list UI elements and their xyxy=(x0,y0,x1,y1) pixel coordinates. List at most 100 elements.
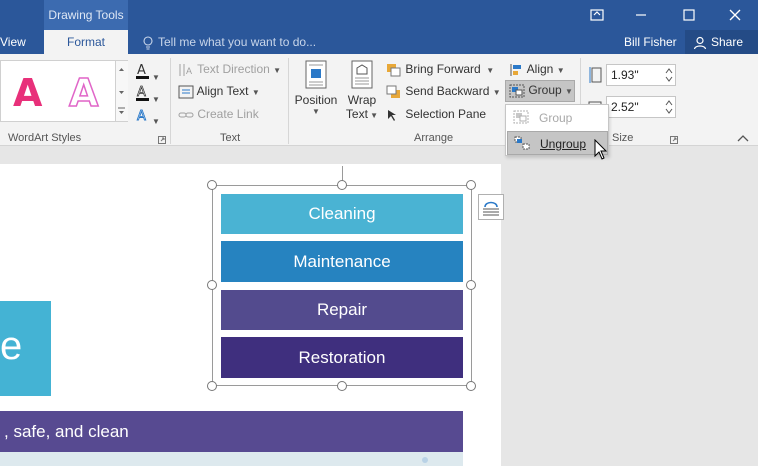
person-icon xyxy=(693,36,707,50)
svg-text:A: A xyxy=(186,66,192,76)
resize-handle[interactable] xyxy=(207,180,217,190)
layout-options-button[interactable] xyxy=(478,194,504,220)
title-bar: Drawing Tools xyxy=(0,0,758,30)
position-label: Position xyxy=(294,93,338,107)
create-link-button[interactable]: Create Link xyxy=(178,107,259,122)
bring-forward-icon xyxy=(387,63,401,77)
text-direction-icon: A xyxy=(179,63,192,76)
lightbulb-icon xyxy=(143,36,153,50)
text-group-label: Text xyxy=(220,132,241,144)
menu-ungroup-label: Ungroup xyxy=(540,137,587,151)
maximize-icon xyxy=(683,9,695,21)
group-separator xyxy=(580,58,581,144)
share-button[interactable]: Share xyxy=(685,30,758,54)
minimize-icon xyxy=(636,14,646,16)
group-menu-icon xyxy=(513,110,529,124)
send-backward-label: Send Backward xyxy=(405,84,490,98)
resize-handle[interactable] xyxy=(337,381,347,391)
text-direction-button[interactable]: A Text Direction ▼ xyxy=(178,62,281,77)
align-icon xyxy=(510,63,521,76)
link-icon xyxy=(178,112,194,118)
bring-forward-label: Bring Forward xyxy=(405,62,481,76)
text-effects-icon: A xyxy=(137,109,147,125)
menu-group-label: Group xyxy=(539,111,573,125)
shape-height-icon xyxy=(589,67,602,83)
align-text-icon xyxy=(178,85,194,99)
service-box-cleaning[interactable]: Cleaning xyxy=(221,194,463,234)
tab-view[interactable]: View xyxy=(0,35,26,49)
text-fill-button[interactable]: A▼ xyxy=(134,62,160,83)
menu-item-ungroup[interactable]: Ungroup xyxy=(507,131,608,155)
close-button[interactable] xyxy=(712,0,758,30)
ungroup-menu-icon xyxy=(514,136,530,150)
height-spinner-icon[interactable] xyxy=(664,66,674,84)
wordart-style-2[interactable]: A xyxy=(68,70,99,116)
ribbon-display-icon xyxy=(590,9,604,21)
text-direction-label: Text Direction xyxy=(197,62,270,76)
tagline-banner: , safe, and clean xyxy=(0,411,463,452)
size-group-label: Size xyxy=(612,132,634,144)
align-text-button[interactable]: Align Text ▼ xyxy=(178,84,260,99)
position-button[interactable]: Position ▼ xyxy=(294,60,338,116)
position-icon xyxy=(305,60,327,89)
create-link-label: Create Link xyxy=(197,107,259,121)
shape-height-input[interactable]: 1.93" xyxy=(606,64,676,86)
wrap-label-2: Text xyxy=(345,107,368,121)
wordart-launcher-icon[interactable] xyxy=(158,136,166,144)
document-area: e , safe, and clean Cleaning Maintenance… xyxy=(0,147,758,466)
send-backward-button[interactable]: Send Backward ▼ xyxy=(386,84,501,99)
bring-forward-button[interactable]: Bring Forward ▼ xyxy=(386,62,494,77)
tab-format[interactable]: Format xyxy=(44,30,128,54)
align-button[interactable]: Align ▼ xyxy=(510,62,565,77)
tell-me-box[interactable]: Tell me what you want to do... xyxy=(142,30,316,54)
width-spinner-icon[interactable] xyxy=(664,98,674,116)
size-launcher-icon[interactable] xyxy=(670,136,678,144)
group-label-text: Group xyxy=(528,83,562,97)
group-separator xyxy=(170,58,171,144)
service-box-maintenance[interactable]: Maintenance xyxy=(221,241,463,282)
wrap-text-button[interactable]: Wrap Text ▼ xyxy=(344,60,380,121)
layout-options-icon xyxy=(483,201,499,216)
resize-handle[interactable] xyxy=(207,280,217,290)
text-effects-button[interactable]: A▼ xyxy=(134,106,160,127)
align-label: Align xyxy=(526,62,554,76)
wordart-styles-label: WordArt Styles xyxy=(8,132,82,144)
send-backward-icon xyxy=(386,85,400,98)
collapse-ribbon-icon[interactable] xyxy=(737,134,749,142)
align-text-label: Align Text xyxy=(196,84,249,98)
resize-handle[interactable] xyxy=(207,381,217,391)
svg-text:A: A xyxy=(137,109,146,124)
group-icon xyxy=(509,84,525,98)
close-icon xyxy=(729,9,741,21)
service-box-restoration[interactable]: Restoration xyxy=(221,337,463,378)
selection-pane-button[interactable]: Selection Pane xyxy=(386,107,486,122)
svg-text:A: A xyxy=(137,63,146,78)
svg-text:A: A xyxy=(137,85,146,100)
resize-handle[interactable] xyxy=(466,180,476,190)
gallery-scrollbar[interactable] xyxy=(115,61,128,121)
text-outline-button[interactable]: A▼ xyxy=(134,84,160,105)
group-button[interactable]: Group ▼ xyxy=(505,80,575,102)
wrap-label-1: Wrap xyxy=(347,93,377,107)
resize-handle[interactable] xyxy=(466,381,476,391)
resize-handle[interactable] xyxy=(337,180,347,190)
user-name[interactable]: Bill Fisher xyxy=(624,35,677,49)
ribbon: A A A▼ A▼ A▼ WordArt Styles A Text Direc… xyxy=(0,54,758,146)
wordart-gallery[interactable]: A A xyxy=(0,60,128,122)
resize-handle[interactable] xyxy=(466,280,476,290)
wordart-style-1[interactable]: A xyxy=(13,71,43,115)
group-dropdown-menu: Group Ungroup xyxy=(505,104,609,156)
service-box-repair[interactable]: Repair xyxy=(221,290,463,330)
wrap-text-icon xyxy=(351,60,373,89)
text-fill-icon: A xyxy=(136,63,149,79)
selection-pane-label: Selection Pane xyxy=(405,107,487,121)
title-block: e xyxy=(0,301,51,396)
selection-pane-icon xyxy=(388,109,396,121)
share-label: Share xyxy=(711,35,744,49)
ribbon-tab-bar: View Format Tell me what you want to do.… xyxy=(0,30,758,54)
ribbon-display-options-button[interactable] xyxy=(574,0,620,30)
shape-width-input[interactable]: 2.52" xyxy=(606,96,676,118)
maximize-button[interactable] xyxy=(666,0,712,30)
menu-item-group[interactable]: Group xyxy=(507,106,608,130)
minimize-button[interactable] xyxy=(618,0,664,30)
